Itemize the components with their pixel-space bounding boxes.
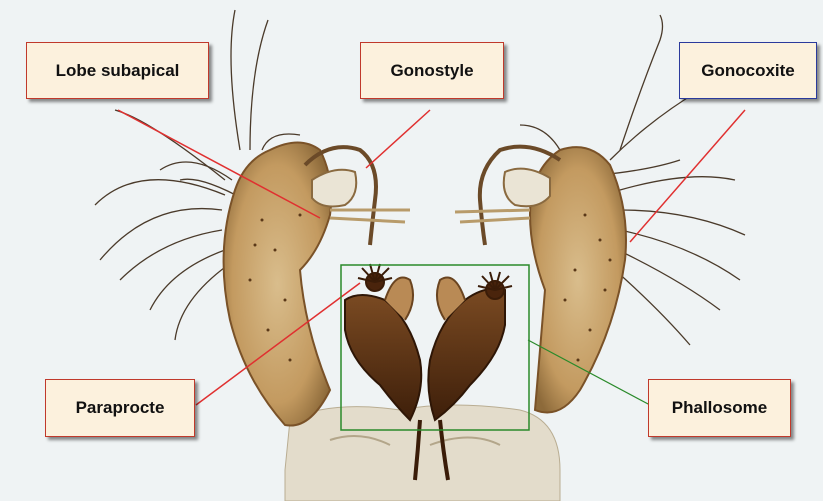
paraprocte-bristles	[358, 264, 512, 299]
label-gonocoxite: Gonocoxite	[679, 42, 817, 99]
label-gonocoxite-text: Gonocoxite	[701, 61, 795, 81]
label-phallosome-text: Phallosome	[672, 398, 767, 418]
label-lobe-subapical: Lobe subapical	[26, 42, 209, 99]
basal-tissue	[285, 405, 560, 501]
label-lobe-subapical-text: Lobe subapical	[56, 61, 180, 81]
label-gonostyle-text: Gonostyle	[390, 61, 473, 81]
label-phallosome: Phallosome	[648, 379, 791, 437]
left-paramere	[345, 295, 421, 420]
label-gonostyle: Gonostyle	[360, 42, 504, 99]
label-paraprocte: Paraprocte	[45, 379, 195, 437]
label-paraprocte-text: Paraprocte	[76, 398, 165, 418]
